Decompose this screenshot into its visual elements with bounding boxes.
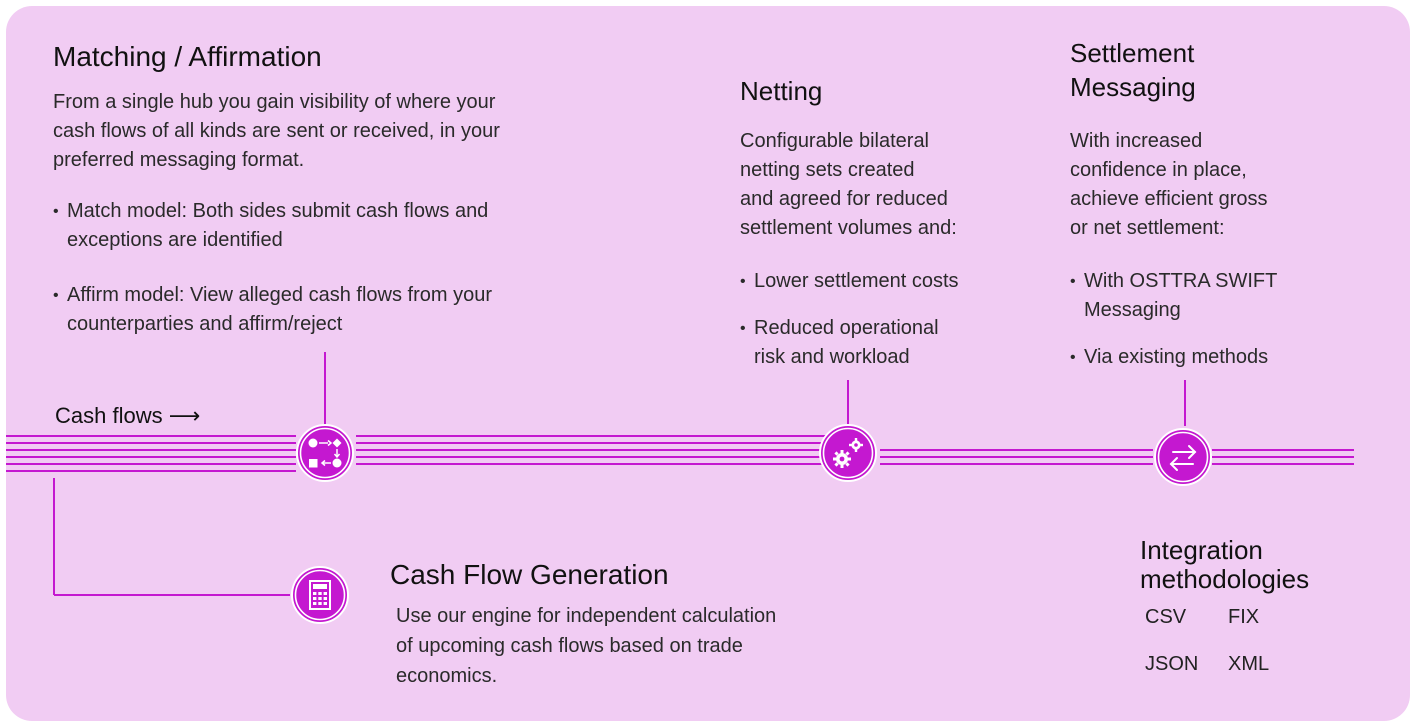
netting-bullet-2-line-1: Reduced operational (740, 314, 939, 343)
settlement-title-line-2: Messaging (1070, 72, 1196, 102)
generation-title: Cash Flow Generation (390, 559, 669, 590)
matching-bullet-2-line-1: Affirm model: View alleged cash flows fr… (53, 281, 492, 310)
cash-flows-label: Cash flows ⟶ (55, 403, 201, 428)
settlement-bullet-1-line-1: With OSTTRA SWIFT (1070, 267, 1277, 296)
calculator-icon (290, 565, 350, 625)
netting-bullet-2-line-2: risk and workload (754, 346, 910, 368)
format-json: JSON (1145, 653, 1199, 675)
matching-intro-line-1: From a single hub you gain visibility of… (53, 91, 496, 113)
generation-desc-line-3: economics. (396, 665, 498, 687)
netting-intro-line-3: and agreed for reduced (740, 188, 948, 210)
netting-intro-line-2: netting sets created (740, 159, 915, 181)
settlement-intro-line-1: With increased (1070, 130, 1203, 152)
format-csv: CSV (1145, 606, 1187, 628)
exchange-arrows-icon (1153, 427, 1213, 487)
matching-intro-line-2: cash flows of all kinds are sent or rece… (53, 120, 500, 142)
settlement-intro-line-2: confidence in place, (1070, 159, 1247, 181)
settlement-title-line-1: Settlement (1070, 38, 1195, 68)
integration-title-line-2: methodologies (1140, 564, 1310, 594)
format-xml: XML (1228, 653, 1270, 675)
gears-icon (818, 423, 878, 483)
settlement-bullet-2: Via existing methods (1070, 343, 1268, 372)
integration-title-line-1: Integration (1140, 535, 1263, 565)
settlement-bullet-1-line-2: Messaging (1084, 299, 1181, 321)
matching-bullet-1-line-2: exceptions are identified (67, 229, 283, 251)
matching-bullet-2-line-2: counterparties and affirm/reject (67, 313, 343, 335)
generation-desc-line-1: Use our engine for independent calculati… (396, 605, 777, 627)
match-arrows-icon (295, 423, 355, 483)
matching-title: Matching / Affirmation (53, 41, 322, 72)
matching-intro-line-3: preferred messaging format. (53, 149, 305, 171)
netting-bullet-1: Lower settlement costs (740, 267, 959, 296)
matching-bullet-1-line-1: Match model: Both sides submit cash flow… (53, 197, 488, 226)
netting-intro-line-1: Configurable bilateral (740, 130, 930, 152)
settlement-intro-line-4: or net settlement: (1070, 217, 1225, 239)
netting-intro-line-4: settlement volumes and: (740, 217, 957, 239)
netting-title: Netting (740, 76, 823, 106)
format-fix: FIX (1228, 606, 1260, 628)
settlement-intro-line-3: achieve efficient gross (1070, 188, 1268, 210)
generation-desc-line-2: of upcoming cash flows based on trade (396, 635, 743, 657)
